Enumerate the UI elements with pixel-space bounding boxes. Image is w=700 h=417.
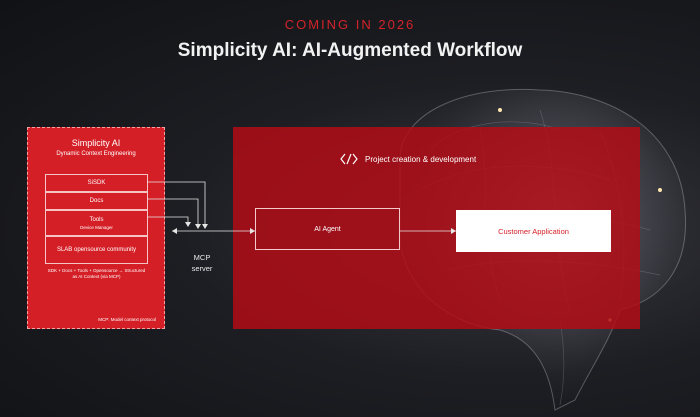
tools-box: Tools Device Manager: [45, 210, 148, 236]
page-title: Simplicity AI: AI-Augmented Workflow: [177, 40, 523, 61]
coming-soon-label: COMING IN 2026: [284, 17, 416, 32]
tools-label: Tools: [89, 216, 104, 223]
simplicity-ai-panel: Simplicity AI Dynamic Context Engineerin…: [27, 127, 165, 329]
project-creation-label: Project creation & development: [365, 155, 477, 164]
mcp-server-line1: MCP: [193, 253, 211, 262]
customer-application-label: Customer Application: [498, 226, 569, 236]
customer-application-box: Customer Application: [456, 210, 611, 252]
left-panel-title: Simplicity AI: [71, 138, 121, 148]
project-panel: Project creation & development AI Agent …: [233, 127, 640, 329]
mcp-server-line2: server: [191, 264, 213, 273]
tools-sublabel: Device Manager: [80, 224, 113, 230]
context-note: SDK + Docs + Tools + Opensource → Struct…: [47, 268, 146, 279]
ai-agent-box: AI Agent: [255, 208, 400, 250]
slab-community-box: SLAB opensource community: [45, 236, 148, 264]
ai-agent-label: AI Agent: [314, 225, 341, 233]
docs-box: Docs: [45, 192, 148, 210]
slab-community-label: SLAB opensource community: [56, 247, 137, 253]
mcp-server-label: MCP server: [182, 252, 222, 274]
left-panel-subtitle: Dynamic Context Engineering: [56, 151, 136, 157]
mcp-footnote: MCP: Model context protocol: [98, 317, 156, 322]
docs-label: Docs: [89, 198, 104, 204]
sisdk-box: SiSDK: [45, 174, 148, 192]
code-brackets-icon: [340, 153, 358, 165]
sisdk-label: SiSDK: [87, 180, 106, 186]
